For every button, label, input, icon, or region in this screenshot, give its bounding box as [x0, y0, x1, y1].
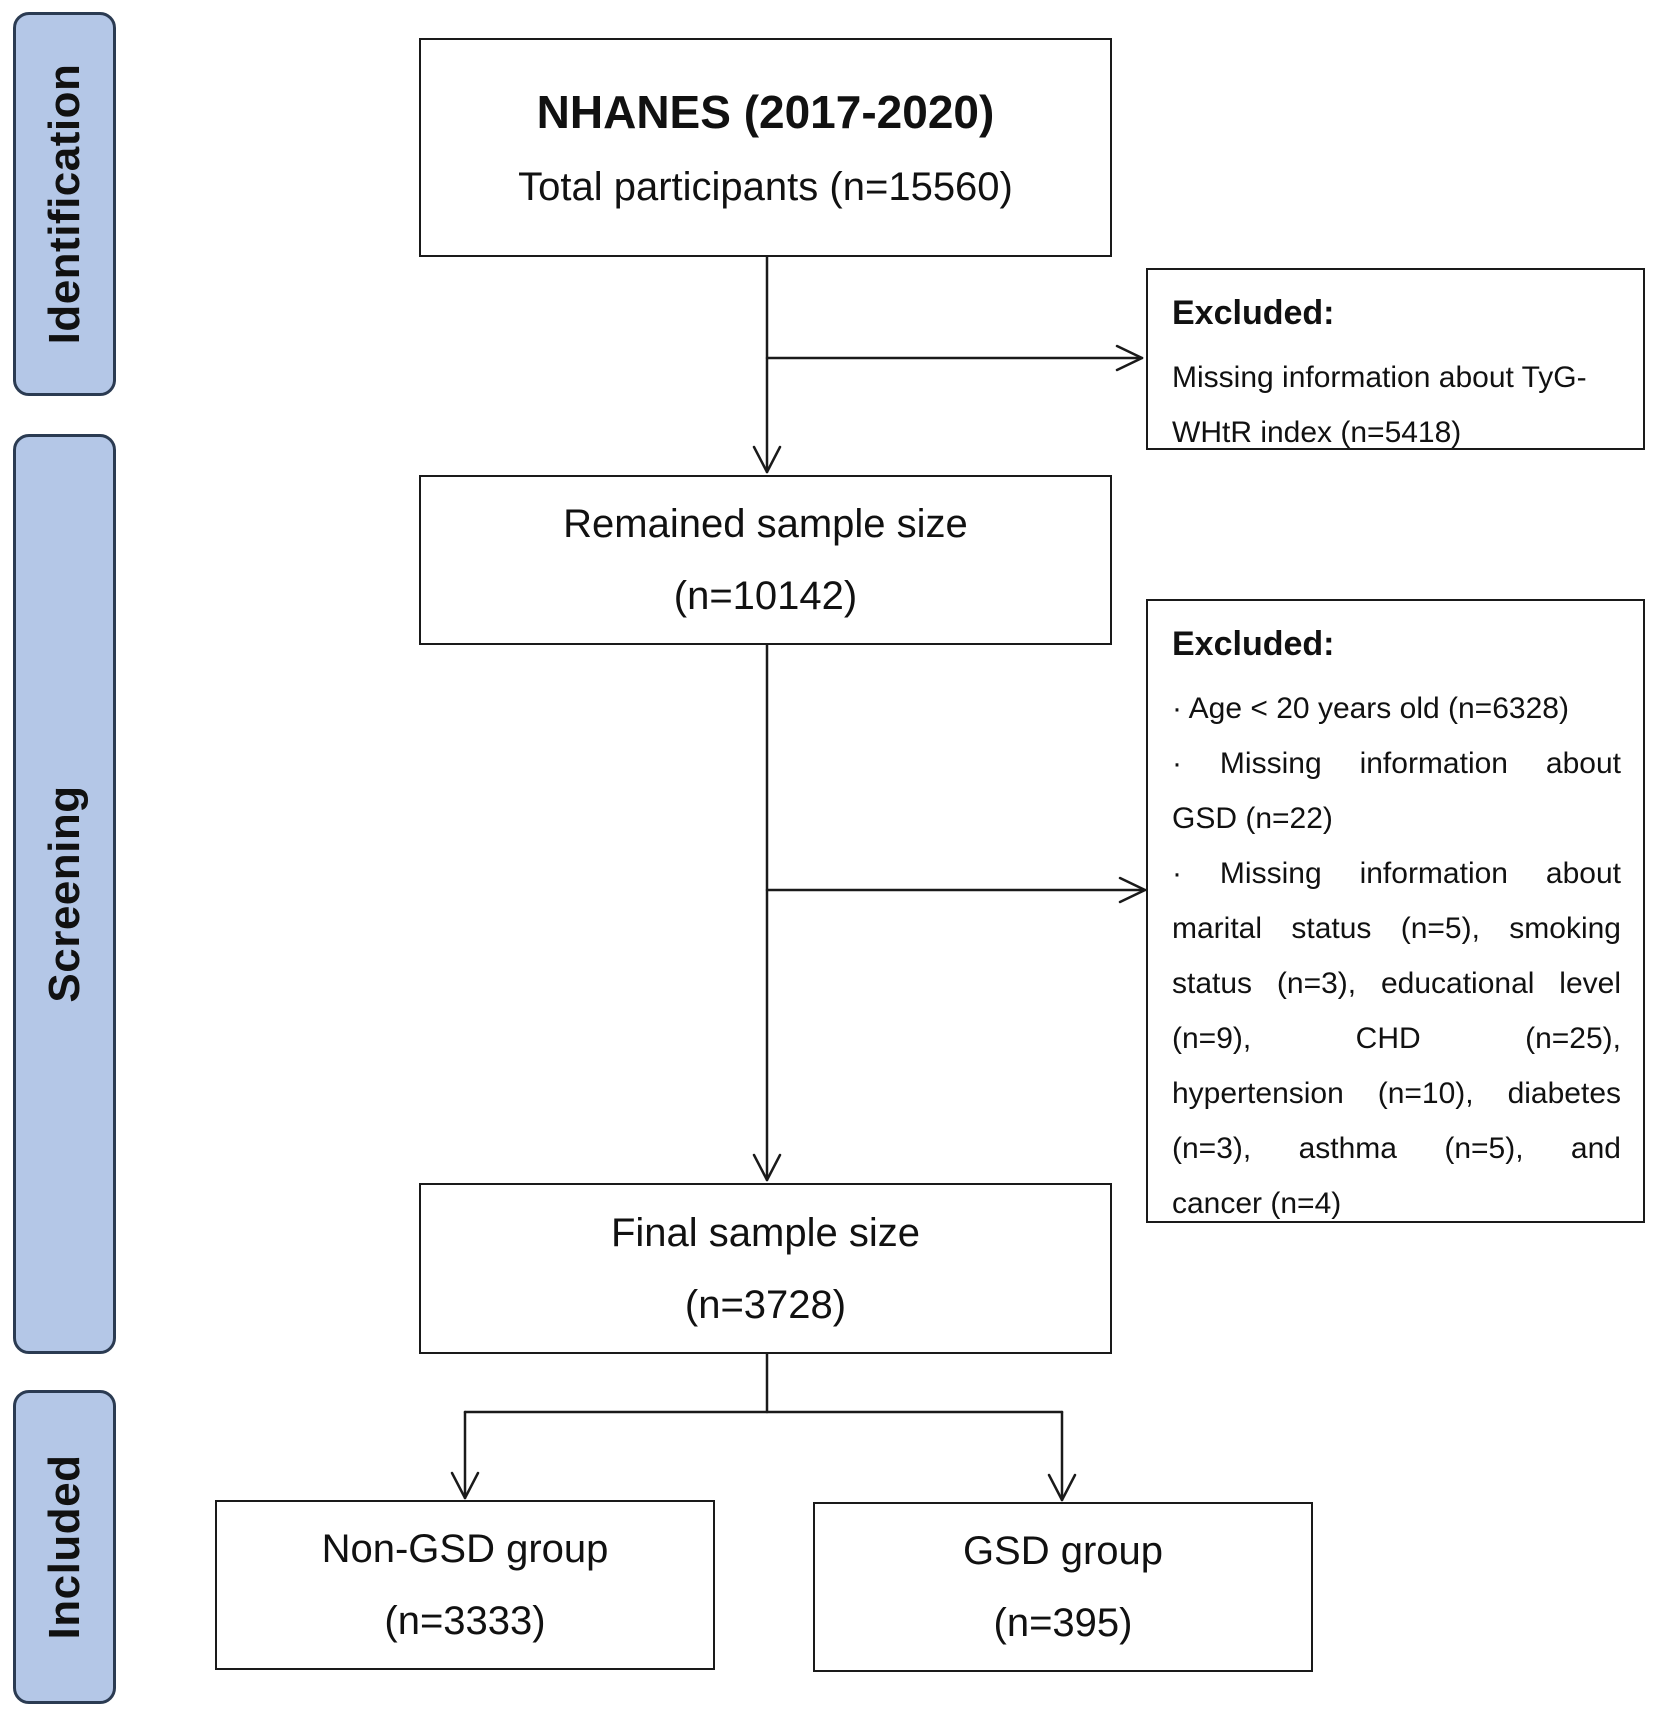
excluded-2-line: · Missing information about [1172, 747, 1621, 780]
excluded-2-line: GSD (n=22) [1172, 802, 1333, 835]
non-gsd-count: (n=3333) [384, 1599, 546, 1643]
excluded-box-2: Excluded: · Age < 20 years old (n=6328) … [1146, 599, 1645, 1223]
final-label: Final sample size [610, 1210, 920, 1255]
nhanes-title: NHANES (2017-2020) [536, 85, 995, 138]
excluded-2-line: · Age < 20 years old (n=6328) [1172, 692, 1569, 725]
excluded-2-line: · Missing information about [1172, 857, 1621, 890]
gsd-count: (n=395) [993, 1601, 1133, 1645]
excluded-box-1: Excluded: Missing information about TyG-… [1146, 268, 1645, 450]
remained-count: (n=10142) [673, 574, 858, 618]
excluded-heading-2: Excluded: [1172, 625, 1335, 663]
gsd-label: GSD group [962, 1529, 1164, 1573]
excluded-2-line: status (n=3), educational level [1172, 967, 1621, 1000]
remained-label: Remained sample size [563, 502, 968, 546]
remained-sample-box: Remained sample size (n=10142) [419, 475, 1112, 645]
excluded-1-line: Missing information about TyG- [1172, 361, 1587, 394]
excluded-2-line: hypertension (n=10), diabetes [1172, 1077, 1621, 1110]
excluded-1-line: WHtR index (n=5418) [1172, 416, 1462, 449]
phase-bar-identification: Identification [13, 12, 116, 396]
total-participants: Total participants (n=15560) [518, 164, 1013, 209]
excluded-2-line: (n=9), CHD (n=25), [1172, 1022, 1621, 1055]
excluded-2-line: cancer (n=4) [1172, 1187, 1342, 1220]
phase-bar-screening: Screening [13, 434, 116, 1354]
gsd-group-box: GSD group (n=395) [813, 1502, 1313, 1672]
final-count: (n=3728) [684, 1282, 847, 1327]
excluded-2-line: marital status (n=5), smoking [1172, 912, 1621, 945]
non-gsd-label: Non-GSD group [321, 1527, 609, 1571]
final-sample-box: Final sample size (n=3728) [419, 1183, 1112, 1354]
excluded-heading-1: Excluded: [1172, 294, 1335, 332]
nhanes-box: NHANES (2017-2020) Total participants (n… [419, 38, 1112, 257]
excluded-2-line: (n=3), asthma (n=5), and [1172, 1132, 1621, 1165]
non-gsd-group-box: Non-GSD group (n=3333) [215, 1500, 715, 1670]
phase-bar-included: Included [13, 1390, 116, 1704]
